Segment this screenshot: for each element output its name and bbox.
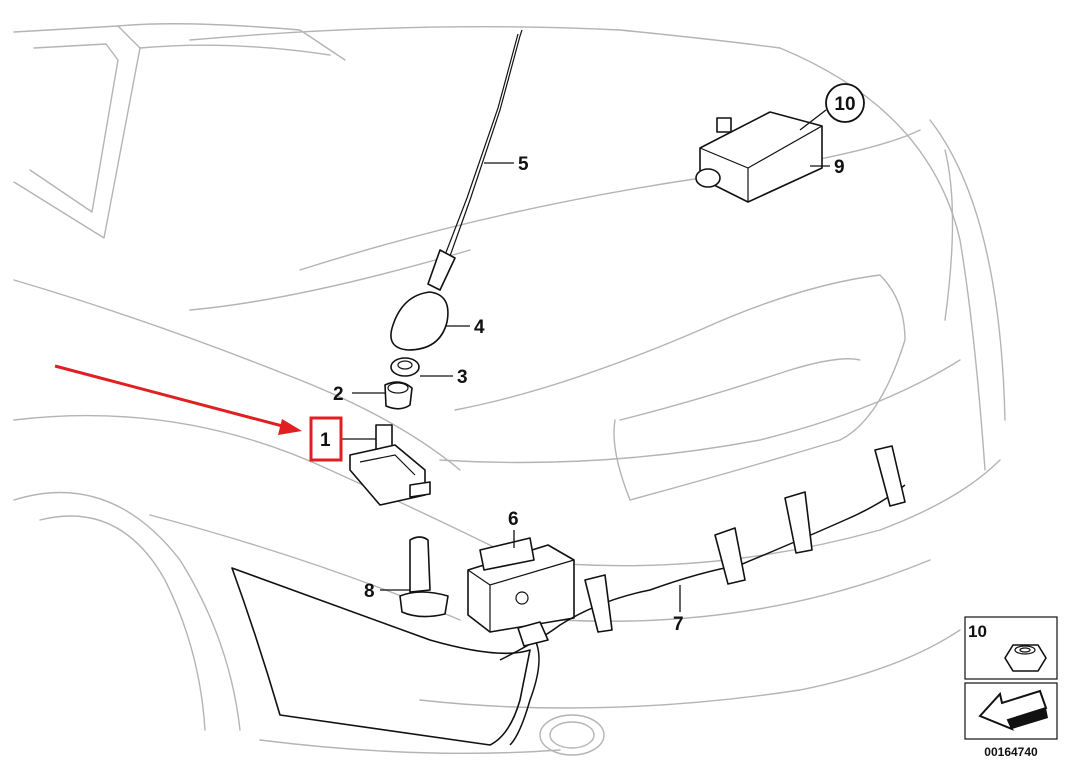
callout-2: 2	[333, 384, 344, 405]
callout-5: 5	[518, 154, 529, 175]
leader-lines	[342, 109, 830, 612]
wiring-harness	[499, 445, 906, 746]
bumper-trim-panel	[231, 567, 531, 746]
legend-nut-number: 10	[968, 622, 987, 641]
antenna-base-amplifier	[349, 424, 431, 506]
antenna-seal	[384, 381, 413, 410]
callout-3: 3	[457, 367, 468, 388]
catalog-number: 00164740	[984, 745, 1038, 759]
callout-6: 6	[508, 509, 519, 530]
callouts: 1 2 3 4 5 6 7 8 9 10	[320, 83, 865, 635]
direction-arrow-icon	[978, 689, 1048, 731]
highlight-annotation	[54, 364, 343, 462]
highlight-arrow-shaft	[54, 364, 291, 430]
car-body-outline	[13, 23, 1006, 756]
legend-box: 10 00164740	[964, 616, 1058, 759]
callout-10-circle	[825, 83, 865, 123]
callout-4: 4	[474, 317, 485, 338]
control-module	[467, 537, 575, 633]
callout-9: 9	[834, 157, 845, 178]
callout-8: 8	[364, 581, 375, 602]
callout-10: 10	[834, 94, 855, 115]
rear-module	[695, 111, 823, 203]
callout-7: 7	[673, 614, 684, 635]
antenna-nut	[390, 357, 420, 377]
antenna-base-cover	[390, 291, 449, 351]
highlight-box	[309, 416, 343, 462]
highlight-arrow-head	[278, 419, 302, 435]
small-antenna	[399, 536, 449, 618]
callout-1: 1	[320, 430, 331, 451]
antenna-rod	[427, 29, 523, 291]
nut-icon	[1004, 644, 1047, 672]
